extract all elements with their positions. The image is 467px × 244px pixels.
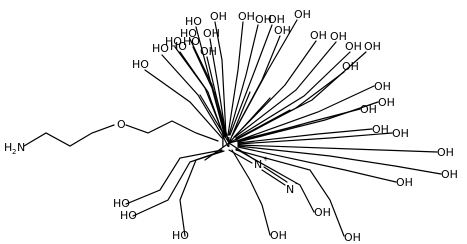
hydroxyl-label: HO [180, 27, 197, 40]
bond-layer [23, 19, 442, 237]
bond-line [204, 142, 230, 161]
bond-line [231, 35, 281, 137]
bond-line [237, 146, 397, 183]
bond-line [125, 120, 219, 142]
center-nitrogen-label: N [221, 136, 231, 151]
bond-line [235, 71, 345, 141]
bond-line [237, 145, 442, 175]
hydroxyl-label: OH [238, 10, 255, 23]
hydroxyl-label: OH [396, 176, 413, 189]
hydroxyl-label: HO [120, 209, 137, 222]
hydroxyl-label: HO [172, 229, 189, 242]
hydroxyl-label: OH [270, 229, 287, 242]
bond-line [237, 108, 361, 143]
amine-h-label: H [4, 141, 12, 154]
bond-line [228, 149, 253, 164]
hydroxyl-label: OH [360, 103, 377, 116]
bond-line [228, 24, 259, 136]
azo-n1-charge: + [263, 155, 269, 163]
azo-n2-charge: - [295, 180, 298, 188]
amine-subscript-label: 2 [12, 148, 16, 156]
hydroxyl-label: HO [113, 197, 130, 210]
hydroxyl-label: HO [183, 35, 200, 48]
hydroxyl-label: OH [210, 10, 227, 23]
bond-line [235, 51, 351, 139]
bond-line [228, 109, 291, 144]
bond-line [236, 85, 375, 142]
bond-line [161, 54, 224, 138]
azo-n1-label: N [254, 158, 262, 171]
hydroxyl-label: HO [165, 35, 182, 48]
bond-line [237, 144, 438, 153]
bond-line [199, 94, 230, 144]
hydroxyl-label: OH [274, 24, 291, 37]
bond-line [233, 40, 317, 138]
hydroxyl-label: HO [152, 42, 169, 55]
hydroxyl-label: OH [441, 168, 458, 181]
hydroxyl-label: OH [372, 123, 389, 136]
bond-line [228, 91, 251, 144]
bond-line [234, 41, 337, 138]
bond-line [228, 142, 256, 161]
bond-line [228, 124, 301, 144]
hydroxyl-label: OH [330, 30, 347, 43]
bond-line [144, 69, 223, 139]
bond-line [237, 132, 393, 145]
amine-n-label: N [17, 141, 25, 154]
bond-line [237, 101, 379, 143]
bond-line [214, 91, 230, 144]
label-layer: H 2 N O N N + N - OH HO OH OH OH OH HO O… [4, 8, 458, 244]
bond-line [263, 166, 288, 183]
hydroxyl-label: OH [437, 146, 454, 159]
bond-line [229, 24, 273, 136]
hydroxyl-label: OH [374, 80, 391, 93]
hydroxyl-label: OH [203, 27, 220, 40]
bond-line [209, 38, 227, 137]
hydroxyl-label: HO [185, 15, 202, 28]
hydroxyl-label: HO [132, 58, 149, 71]
bond-line [261, 169, 286, 186]
hydroxyl-label: OH [345, 40, 362, 53]
bond-line [237, 128, 373, 144]
hydroxyl-label: OH [200, 45, 217, 58]
bond-line [192, 46, 226, 138]
hydroxyl-label: OH [364, 40, 381, 53]
bond-line [231, 149, 271, 236]
bond-line [214, 21, 227, 136]
bond-line [179, 150, 225, 237]
azo-n2-label: N [286, 183, 294, 196]
bond-line [235, 149, 345, 237]
hydroxyl-label: HO [170, 40, 187, 53]
bond-line [132, 150, 223, 217]
bond-line [23, 124, 115, 147]
bond-line [235, 148, 315, 213]
bond-line [125, 149, 223, 205]
hydroxyl-label: OH [378, 96, 395, 109]
bond-line [228, 97, 271, 144]
hydroxyl-label: OH [310, 29, 327, 42]
hydroxyl-label: OH [314, 206, 331, 219]
bond-line [227, 21, 244, 136]
ether-oxygen-label: O [117, 118, 126, 131]
hydroxyl-label: OH [255, 13, 272, 26]
hydroxyl-label: OH [268, 13, 285, 26]
hydroxyl-label: OH [344, 231, 361, 244]
hydroxyl-label: OH [294, 8, 311, 21]
hydroxyl-label: OH [392, 127, 409, 140]
hydroxyl-label: OH [342, 60, 359, 73]
bond-line [179, 51, 225, 138]
